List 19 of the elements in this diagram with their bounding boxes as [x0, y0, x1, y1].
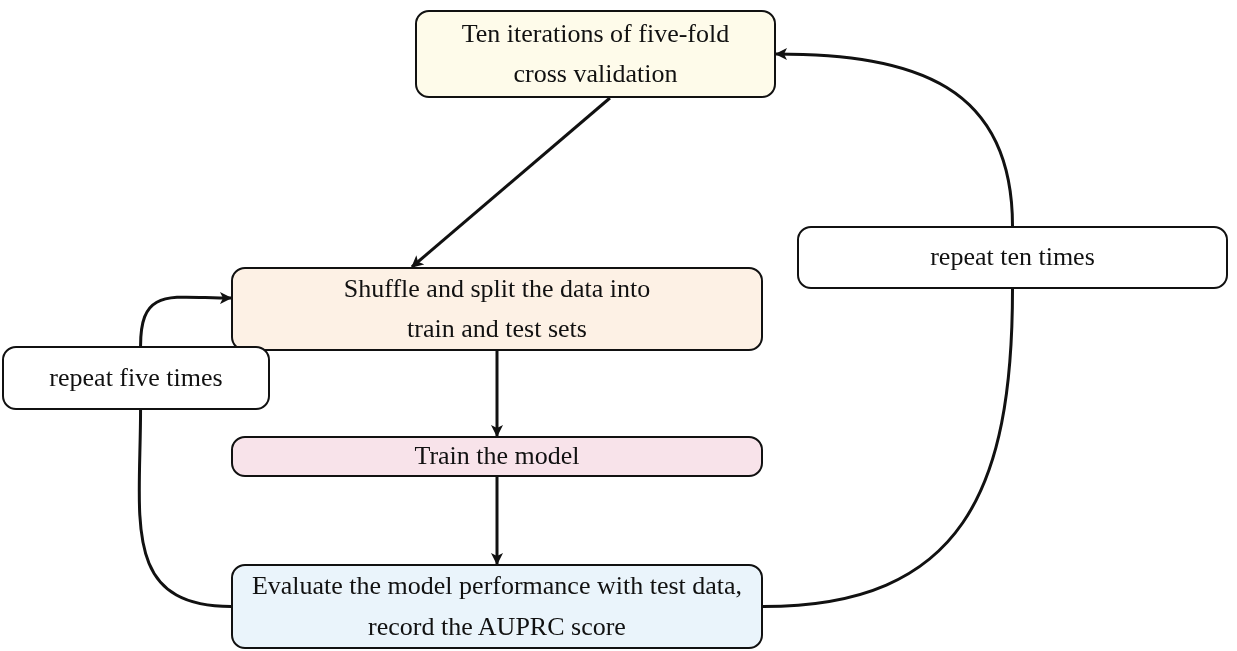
process-box	[231, 436, 763, 477]
box-text: repeat ten times	[930, 241, 1095, 274]
arrow	[410, 96, 611, 269]
arrow	[491, 477, 503, 565]
box-text: Evaluate the model performance with test data, record the AUPRC score	[250, 570, 744, 643]
connector-line	[762, 288, 1014, 608]
arrow	[139, 291, 232, 347]
arrow	[775, 48, 1014, 227]
process-box	[2, 346, 270, 410]
process-box	[415, 10, 776, 98]
process-box	[231, 267, 763, 351]
box-text: Ten iterations of five-fold cross validation	[460, 17, 731, 90]
box-text: Train the model	[414, 440, 580, 473]
connector-line	[137, 409, 232, 608]
box-text: Shuffle and split the data into train and test sets	[342, 272, 652, 345]
arrow	[491, 351, 503, 437]
box-text: repeat five times	[49, 361, 223, 394]
process-box	[797, 226, 1228, 289]
process-box	[231, 564, 763, 649]
